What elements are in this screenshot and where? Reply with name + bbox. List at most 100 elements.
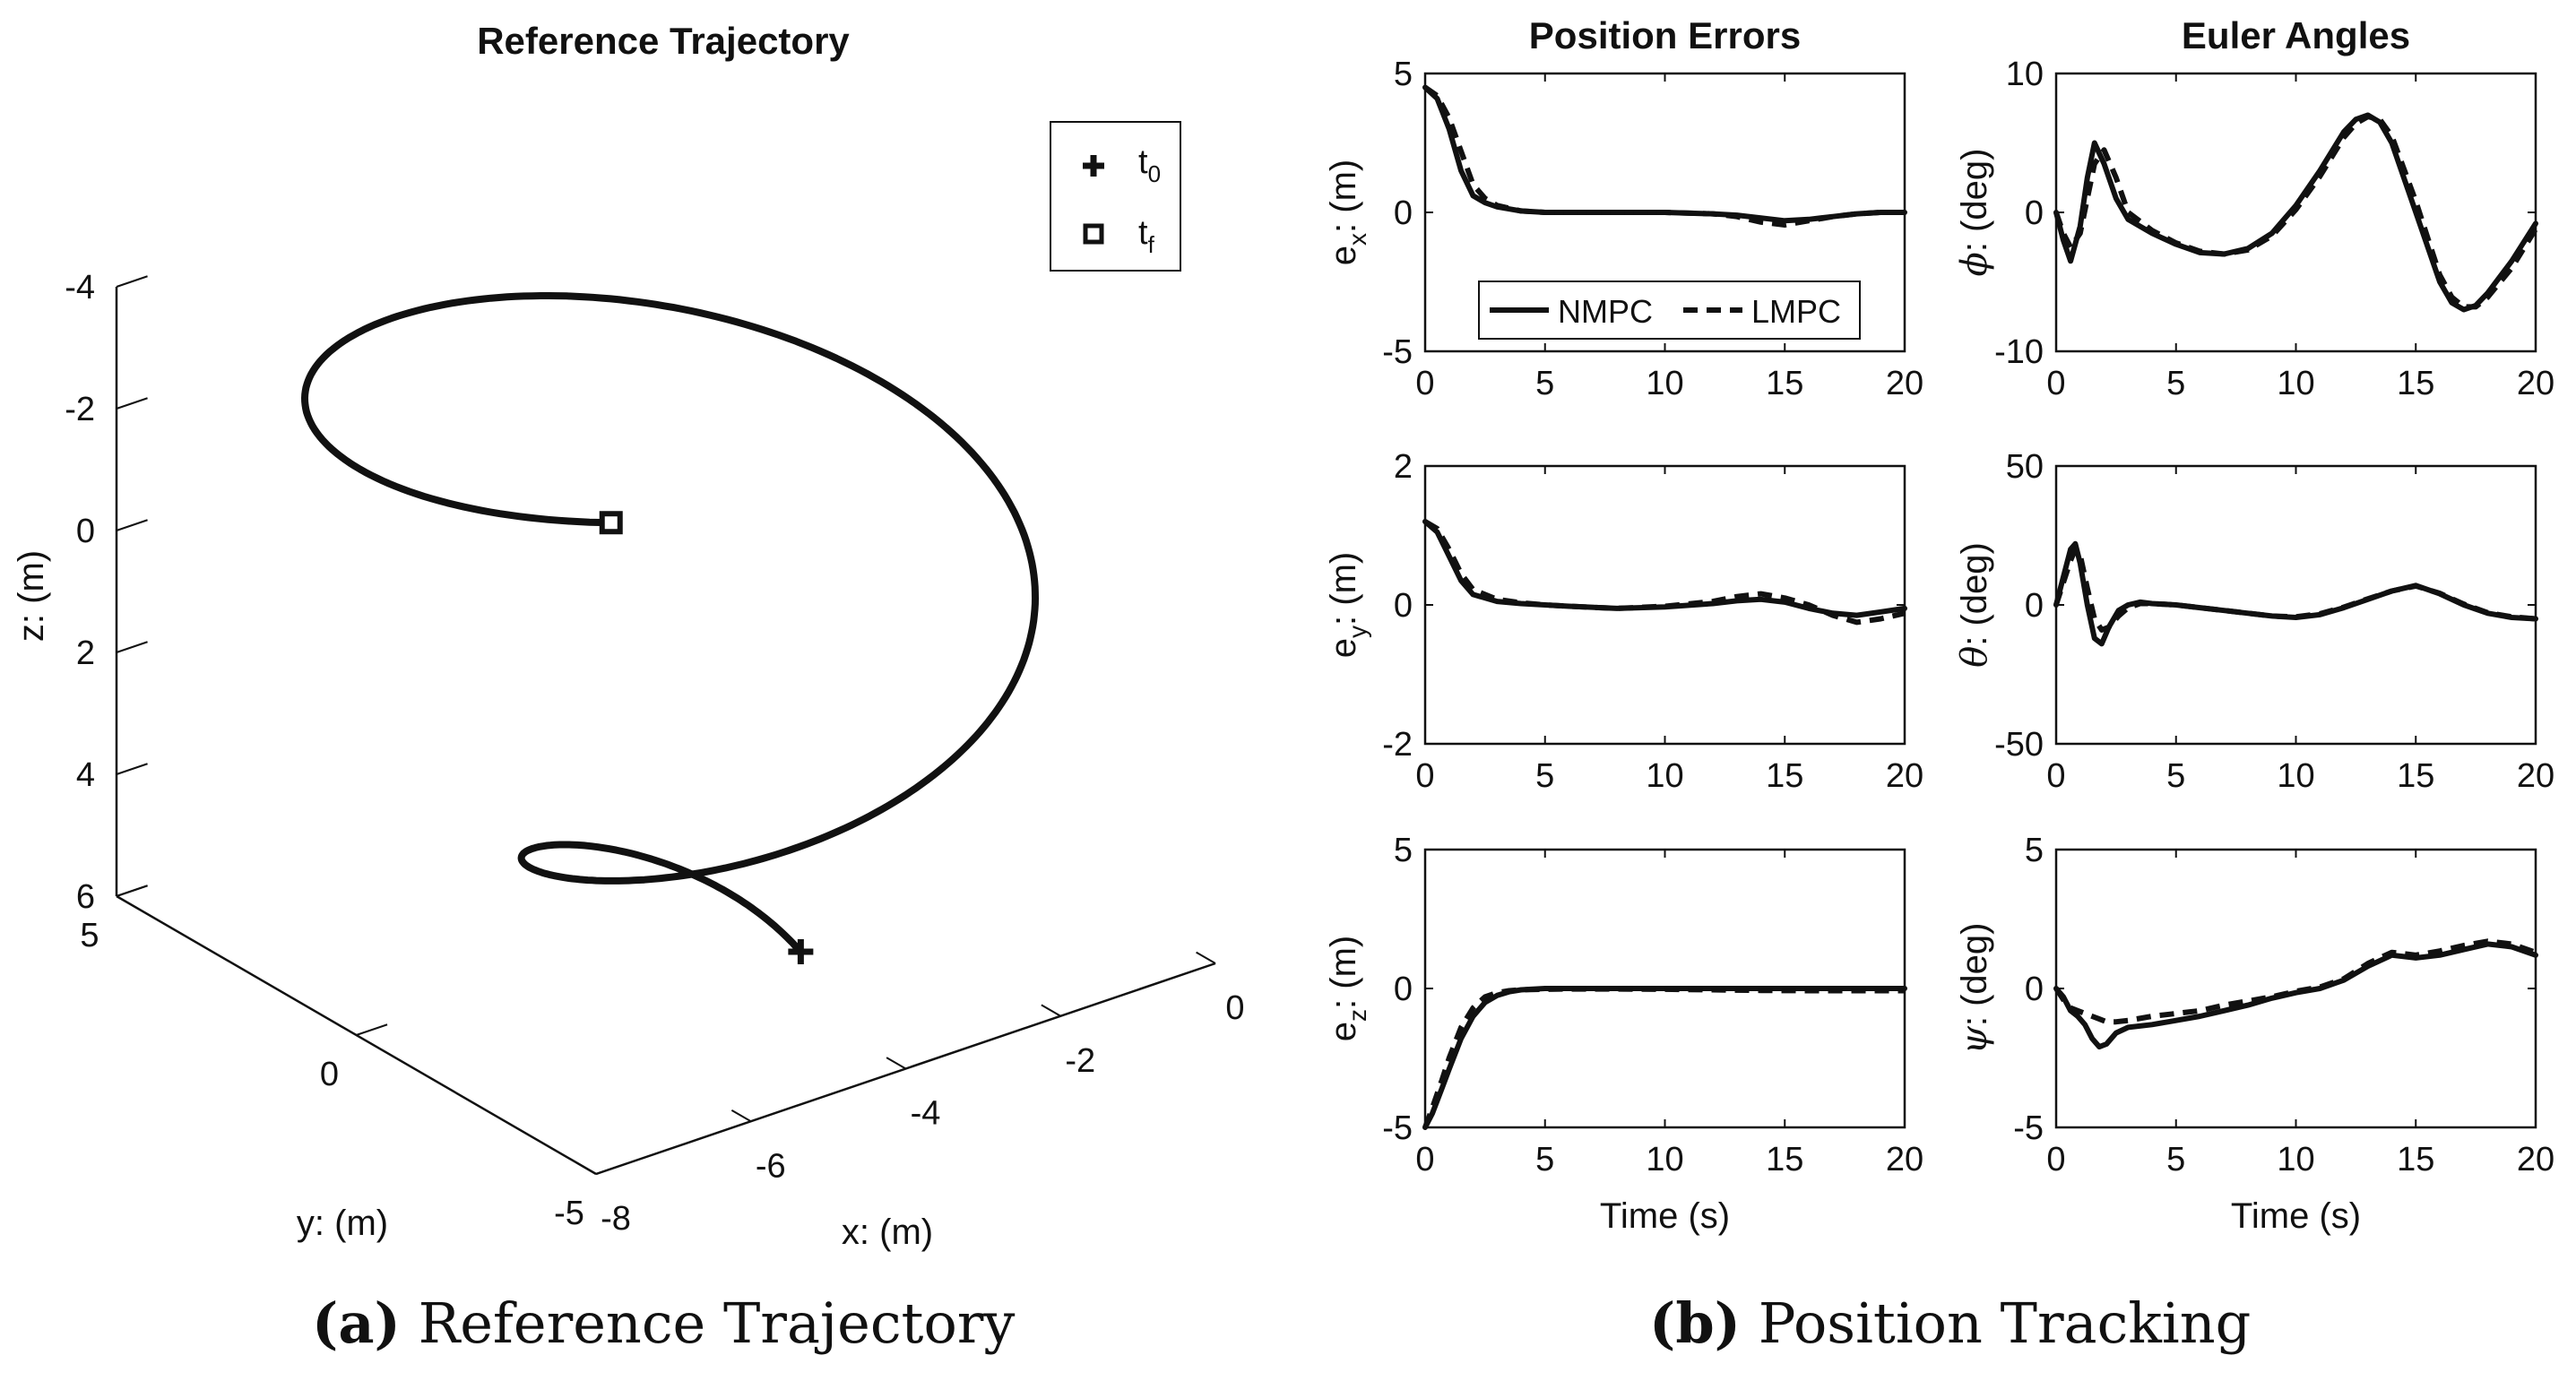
x-tick-label: 5 — [1535, 757, 1554, 795]
caption-a-label: (a) — [312, 1290, 401, 1356]
y-label-units: : (deg) — [1955, 923, 1994, 1027]
series-lmpc — [2053, 938, 2537, 1025]
y-tick-label: -50 — [1994, 726, 2044, 764]
legend-box — [1050, 121, 1181, 272]
y-tick-label: -10 — [1994, 333, 2044, 371]
x-tick-label: 10 — [1646, 757, 1683, 795]
y-label-units: : (deg) — [1955, 149, 1994, 253]
caption-b: (b) Position Tracking — [1649, 1290, 2251, 1362]
y-tick-label: 50 — [2006, 448, 2044, 486]
series-lmpc — [1422, 986, 1905, 1129]
y-label-units: : (m) — [1324, 936, 1363, 1009]
x-tick-label: 5 — [2166, 1141, 2185, 1178]
y-tick-label: 0 — [2025, 194, 2044, 232]
legend-label-nmpc: NMPC — [1558, 293, 1653, 330]
x-tick-label: 0 — [2046, 757, 2065, 795]
y-label-units: : (m) — [1324, 160, 1363, 233]
y-tick-label: 0 — [1394, 971, 1413, 1008]
trajectory-line — [301, 292, 1039, 955]
caption-a-text: Reference Trajectory — [418, 1290, 1016, 1356]
series-lmpc — [1423, 85, 1905, 228]
z-tick-label: 2 — [76, 634, 95, 672]
caption-b-label: (b) — [1649, 1290, 1742, 1356]
y-axis-label: y: (m) — [297, 1204, 388, 1243]
y-label-main: θ — [1954, 646, 1995, 668]
x-tick — [886, 1057, 907, 1070]
x-tick-label: 15 — [2397, 757, 2434, 795]
z-tick-label: -2 — [65, 391, 95, 428]
y-label-main: ϕ — [1954, 252, 1995, 276]
x-tick — [1041, 1004, 1061, 1017]
legend-sub-f: f — [1148, 231, 1155, 258]
x-tick-label: 15 — [2397, 1141, 2434, 1178]
y-label-main: e — [1324, 1022, 1363, 1041]
y-label-main: e — [1324, 246, 1363, 265]
y-axis-label: ψ: (deg) — [1954, 923, 1995, 1055]
x-tick-label: 20 — [2517, 365, 2554, 402]
x-tick-label: 5 — [2166, 757, 2185, 795]
y-label-units: : (m) — [1324, 552, 1363, 626]
series-nmpc — [2053, 112, 2538, 313]
x-tick-label: 0 — [1415, 365, 1434, 402]
y-tick-label: 5 — [1394, 832, 1413, 869]
start-marker-plus — [788, 939, 814, 964]
caption-b-text: Position Tracking — [1758, 1290, 2252, 1356]
y-axis-label: θ: (deg) — [1954, 542, 1995, 668]
y-label-subscript: x — [1344, 233, 1371, 246]
y-tick-label: 0 — [320, 1056, 339, 1093]
y-tick-label: 5 — [80, 917, 99, 954]
x-tick-label: 20 — [1886, 757, 1923, 795]
series-nmpc — [2053, 941, 2538, 1050]
x-axis-label: x: (m) — [842, 1213, 933, 1252]
y-tick-label: 0 — [2025, 587, 2044, 625]
x-tick-label: 15 — [1766, 1141, 1803, 1178]
x-tick-label: 20 — [1886, 1141, 1923, 1178]
x-tick — [730, 1109, 752, 1123]
x-tick-label: -8 — [601, 1200, 631, 1238]
z-tick-label: 4 — [76, 756, 95, 794]
y-tick-label: 5 — [1394, 56, 1413, 93]
x-tick-label: 0 — [1415, 757, 1434, 795]
x-tick-label: 10 — [1646, 1141, 1683, 1178]
y-axis-label: ey: (m) — [1324, 552, 1371, 658]
z-tick — [116, 397, 148, 410]
y-axis-label: ex: (m) — [1324, 160, 1371, 265]
trajectory-markers — [599, 511, 814, 964]
x-tick-label: -6 — [756, 1147, 786, 1185]
z-tick-label: -4 — [65, 269, 95, 306]
y-label-units: : (deg) — [1955, 542, 1994, 646]
x-tick-label: 10 — [2277, 365, 2314, 402]
y-tick-label: 0 — [1394, 194, 1413, 232]
z-tick — [116, 641, 148, 653]
z-tick-label: 6 — [76, 878, 95, 916]
x-tick — [576, 1161, 597, 1175]
x-tick-label: 15 — [2397, 365, 2434, 402]
legend-sub-0: 0 — [1148, 160, 1161, 187]
y-tick-label: -5 — [554, 1195, 584, 1232]
series-nmpc — [2053, 540, 2538, 647]
x-tick-label: -4 — [911, 1095, 941, 1133]
y-axis-label: ez: (m) — [1324, 936, 1371, 1041]
z-tick-label: 0 — [76, 513, 95, 550]
x-tick-label: 5 — [1535, 365, 1554, 402]
end-marker-square — [599, 511, 623, 535]
x-tick-label: 5 — [1535, 1141, 1554, 1178]
x-tick-label: 0 — [2046, 365, 2065, 402]
y-label-main: e — [1324, 638, 1363, 658]
z-tick — [116, 519, 148, 531]
y-label-subscript: z — [1344, 1009, 1371, 1022]
subplot-title: Euler Angles — [2182, 14, 2410, 56]
z-axis-label: z: (m) — [12, 550, 51, 642]
x-tick-label: 20 — [1886, 365, 1923, 402]
z-tick — [116, 763, 148, 775]
z-tick — [116, 885, 148, 897]
x-tick — [1196, 951, 1216, 964]
x-axis-label: Time (s) — [2231, 1196, 2361, 1236]
x-tick-label: -2 — [1065, 1042, 1095, 1080]
